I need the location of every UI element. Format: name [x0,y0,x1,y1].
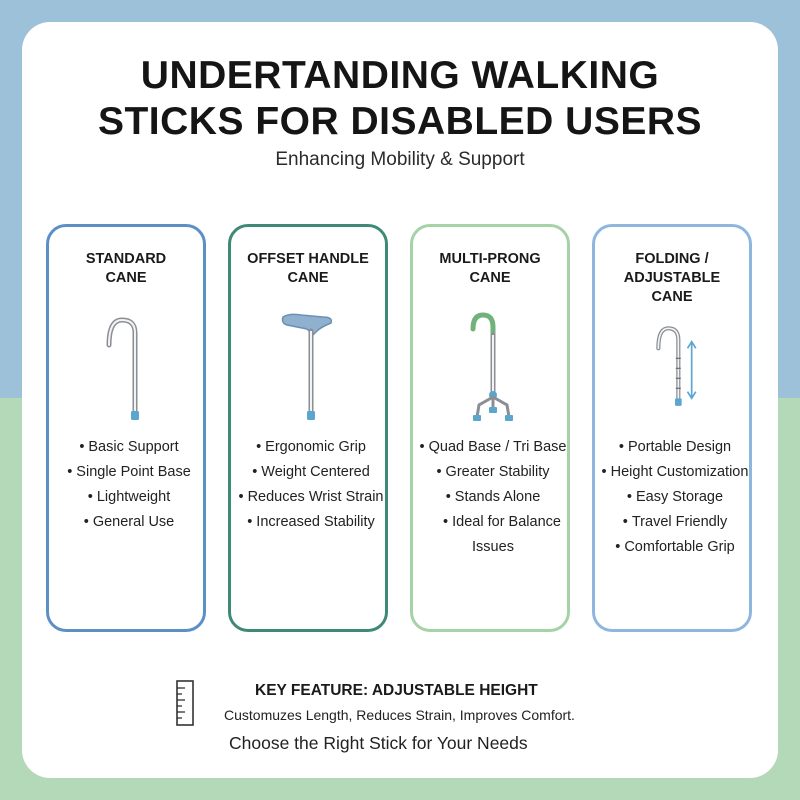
panel-title-line: ADJUSTABLE [623,270,721,286]
panel-title: STANDARD CANE [49,250,203,288]
folding-adjustable-cane-icon [656,326,697,406]
feature-item: Basic Support [49,435,209,460]
multi-prong-cane-icon [470,312,513,421]
standard-cane-icon [106,317,139,420]
panel-offset-handle-cane: OFFSET HANDLE CANE Ergonomic Grip Weight… [228,224,388,632]
footer-tagline: Choose the Right Stick for Your Needs [229,733,528,753]
feature-list: Basic Support Single Point Base Lightwei… [49,435,209,535]
feature-item: Height Customization [595,460,755,485]
panel-title-line: CANE [469,270,511,286]
feature-item: Comfortable Grip [595,535,755,560]
panel-title-line: STANDARD [85,251,167,267]
feature-list: Quad Base / Tri Base Greater Stability S… [413,435,573,560]
feature-item: Single Point Base [49,460,209,485]
panel-title-line: CANE [651,289,693,305]
feature-item: Ergonomic Grip [231,435,391,460]
feature-item: General Use [49,510,209,535]
feature-item: Travel Friendly [595,510,755,535]
feature-list: Ergonomic Grip Weight Centered Reduces W… [231,435,391,535]
key-feature-description: Customuzes Length, Reduces Strain, Impro… [224,707,575,723]
panel-standard-cane: STANDARD CANE Basic Support Single Point… [46,224,206,632]
feature-item-continued: Issues [472,539,514,555]
panel-title-line: OFFSET HANDLE [247,251,369,267]
key-feature-title: KEY FEATURE: ADJUSTABLE HEIGHT [255,682,538,699]
panel-title-line: FOLDING / [635,251,709,267]
feature-item: Stands Alone [413,485,573,510]
panel-title-line: MULTI-PRONG [439,251,541,267]
title-line-1: UNDERTANDING WALKING [140,54,660,97]
feature-item: Easy Storage [595,485,755,510]
feature-list: Portable Design Height Customization Eas… [595,435,755,560]
feature-item: Lightweight [49,485,209,510]
panel-multi-prong-cane: MULTI-PRONG CANE Quad Base / Tri Base Gr… [410,224,570,632]
feature-item: Increased Stability [231,510,391,535]
panel-title: MULTI-PRONG CANE [413,250,567,288]
feature-item: Ideal for Balance [413,510,573,535]
feature-item: Greater Stability [413,460,573,485]
page-title: UNDERTANDING WALKING STICKS FOR DISABLED… [0,53,800,145]
panel-title-line: CANE [287,270,329,286]
panel-folding-adjustable-cane: FOLDING / ADJUSTABLE CANE Portable Desig… [592,224,752,632]
feature-item: Weight Centered [231,460,391,485]
panel-title: FOLDING / ADJUSTABLE CANE [595,250,749,307]
offset-handle-cane-icon [281,313,333,420]
feature-item: Reduces Wrist Strain [231,485,391,510]
panel-title: OFFSET HANDLE CANE [231,250,385,288]
panel-title-line: CANE [105,270,147,286]
feature-item: Portable Design [595,435,755,460]
ruler-icon [176,680,194,726]
feature-item: Quad Base / Tri Base [413,435,573,460]
title-line-2: STICKS FOR DISABLED USERS [97,100,703,143]
page-subtitle: Enhancing Mobility & Support [275,149,525,170]
